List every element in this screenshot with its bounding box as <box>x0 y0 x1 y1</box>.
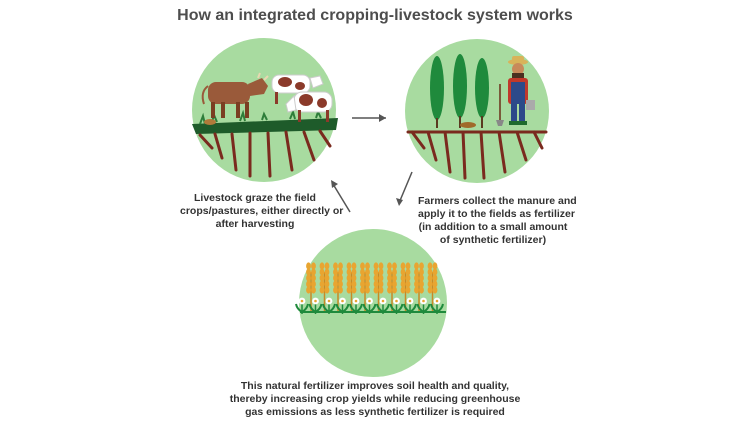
caption-line: after harvesting <box>215 218 295 230</box>
crops-illustration <box>295 229 447 377</box>
farmer-illustration <box>405 39 549 183</box>
caption-line: Farmers collect the manure and <box>418 195 577 207</box>
tree <box>430 56 444 120</box>
wheat-row <box>306 262 438 312</box>
livestock-grazing-illustration <box>192 38 338 182</box>
step-3-caption: This natural fertilizer improves soil he… <box>210 380 540 419</box>
caption-line: gas emissions as less synthetic fertiliz… <box>245 406 505 418</box>
manure-pile <box>204 119 216 125</box>
caption-line: thereby increasing crop yields while red… <box>229 393 521 405</box>
brown-cow <box>201 72 269 118</box>
spotted-cow-back <box>271 74 324 104</box>
caption-line: crops/pastures, either directly or <box>180 205 344 217</box>
tree <box>475 58 489 118</box>
caption-line: (in addition to a small amount <box>418 221 568 233</box>
spotted-cow-front <box>285 91 333 122</box>
wheat-stalk <box>333 262 343 312</box>
wheat-stalk <box>427 262 438 312</box>
diagram-title: How an integrated cropping-livestock sys… <box>177 7 573 24</box>
wheat-stalk <box>306 262 316 312</box>
caption-line: of synthetic fertilizer) <box>439 234 547 246</box>
wheat-stalk <box>387 262 397 312</box>
step-2-caption: Farmers collect the manure and apply it … <box>418 195 577 247</box>
caption-line: This natural fertilizer improves soil he… <box>240 380 510 392</box>
wheat-stalk <box>346 262 357 312</box>
soil-furrows <box>198 129 332 178</box>
soil-furrows <box>406 130 548 180</box>
wheat-stalk <box>360 262 370 312</box>
step-1-caption: Livestock graze the field crops/pastures… <box>180 192 344 231</box>
wheat-stalk <box>400 262 411 312</box>
farmer <box>496 56 535 126</box>
wheat-stalk <box>373 262 384 312</box>
wheat-stalk <box>414 262 424 312</box>
arrow-step2-to-step3 <box>396 171 413 206</box>
circle-2 <box>405 39 549 183</box>
arrow-step3-to-step1 <box>331 180 351 213</box>
manure-pile <box>460 122 476 128</box>
tree <box>453 54 467 118</box>
grass-strip <box>192 118 338 134</box>
wheat-stalk <box>319 262 330 312</box>
arrow-step1-to-step2 <box>352 114 386 122</box>
circle-1 <box>192 38 336 182</box>
caption-line: apply it to the fields as fertilizer <box>418 208 575 220</box>
caption-line: Livestock graze the field <box>194 192 316 204</box>
